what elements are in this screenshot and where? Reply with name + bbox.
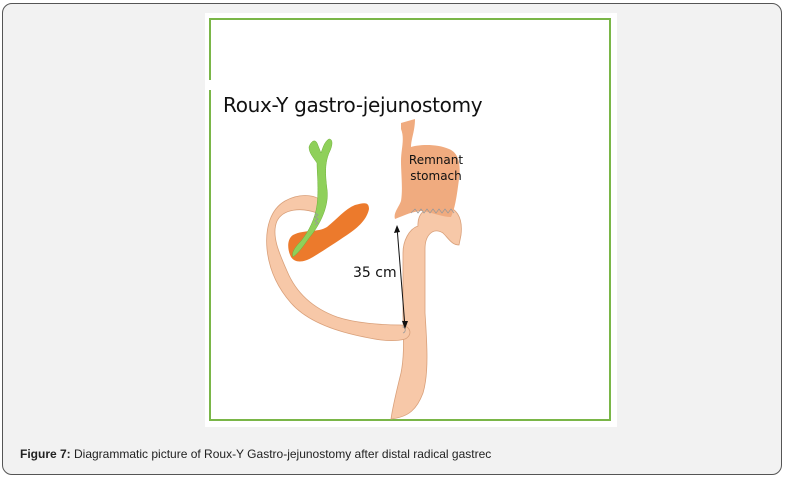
gastrojejunal-suture — [410, 208, 455, 214]
figure-frame — [209, 18, 611, 421]
diagram-title: Roux-Y gastro-jejunostomy — [223, 93, 483, 117]
figure-caption: Figure 7: Diagrammatic picture of Roux-Y… — [20, 447, 491, 461]
pancreas — [288, 203, 369, 262]
roux-y-diagram — [266, 119, 462, 420]
arrow-head-bottom — [402, 321, 408, 329]
distance-label: 35 cm — [353, 265, 397, 281]
frame-gap — [208, 80, 212, 90]
remnant-stomach-label: Remnant stomach — [401, 152, 471, 184]
distance-arrow — [396, 226, 406, 328]
remnant-label-line1: Remnant — [408, 153, 464, 167]
remnant-label-line2: stomach — [410, 169, 462, 183]
remnant-stomach — [394, 119, 460, 219]
figure-image: Roux-Y gastro-jejunostomy Remnant stomac… — [205, 13, 617, 427]
bile-duct — [292, 138, 333, 258]
roux-limb — [390, 205, 462, 420]
caption-label: Figure 7: — [20, 447, 71, 461]
caption-text: Diagrammatic picture of Roux-Y Gastro-je… — [70, 447, 492, 461]
arrow-head-top — [394, 225, 400, 233]
afferent-limb — [266, 195, 411, 342]
duodenal-suture — [314, 212, 319, 226]
